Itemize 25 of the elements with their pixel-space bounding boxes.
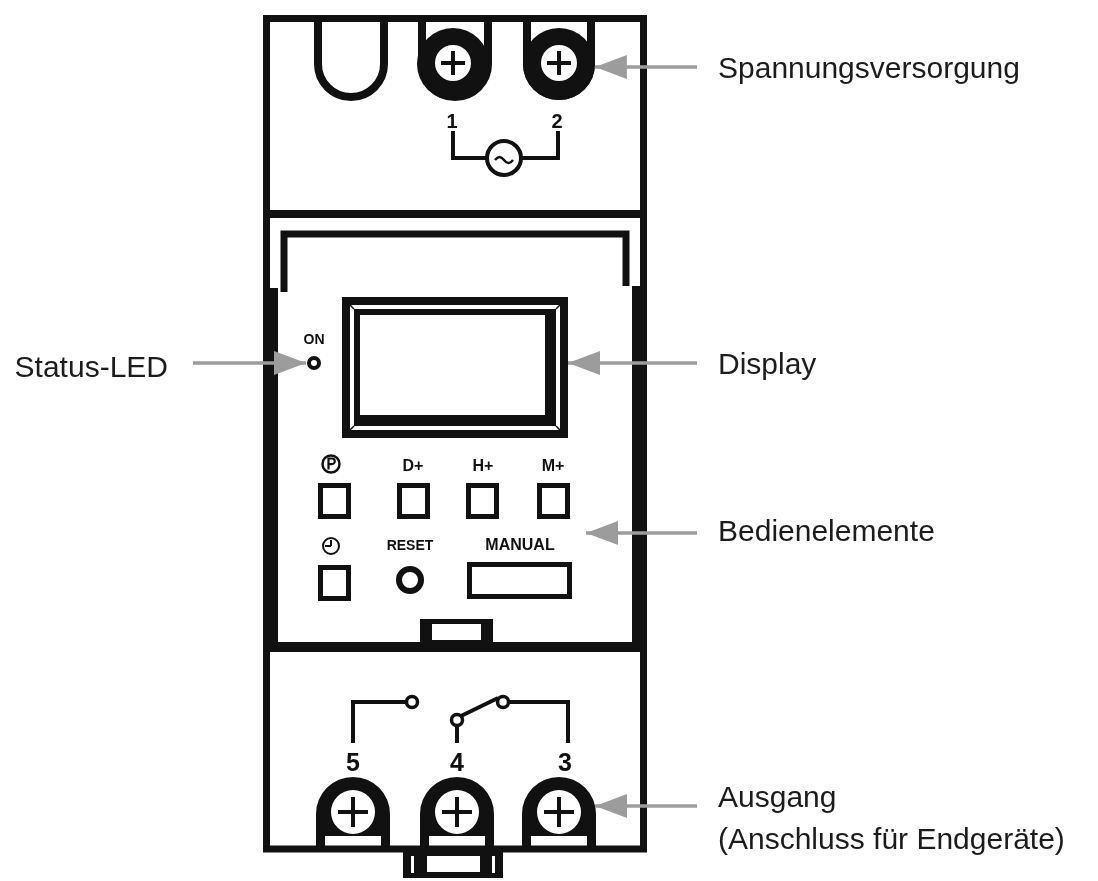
callout-label: Ausgang — [718, 779, 838, 815]
terminal-number: 2 — [551, 111, 563, 131]
indicator-label: ON — [303, 332, 325, 346]
leader-arrow — [594, 55, 697, 79]
callout-label: Spannungsversorgung — [718, 50, 1020, 86]
callout-label: (Anschluss für Endgeräte) — [718, 821, 1065, 857]
callout-label: Bedienelemente — [718, 513, 935, 549]
button-label: H+ — [472, 458, 494, 474]
led-icon — [306, 355, 322, 371]
leader-arrow — [586, 521, 697, 545]
lcd-display — [342, 297, 568, 438]
callout-label: Status-LED — [14, 349, 168, 385]
leader-arrow — [568, 351, 697, 375]
leader-arrow — [595, 794, 697, 818]
button-label: RESET — [386, 538, 434, 552]
button-label: D+ — [402, 458, 424, 474]
terminal-number: 5 — [346, 749, 360, 775]
screw-terminal-icon — [523, 28, 595, 100]
terminal-number: 4 — [450, 749, 464, 775]
terminal-number: 3 — [558, 749, 572, 775]
callout-label: Display — [718, 346, 817, 382]
button-label: M+ — [541, 458, 565, 474]
leader-arrow — [193, 351, 306, 375]
button-label: MANUAL — [485, 537, 555, 553]
terminal-number: 1 — [446, 111, 458, 131]
